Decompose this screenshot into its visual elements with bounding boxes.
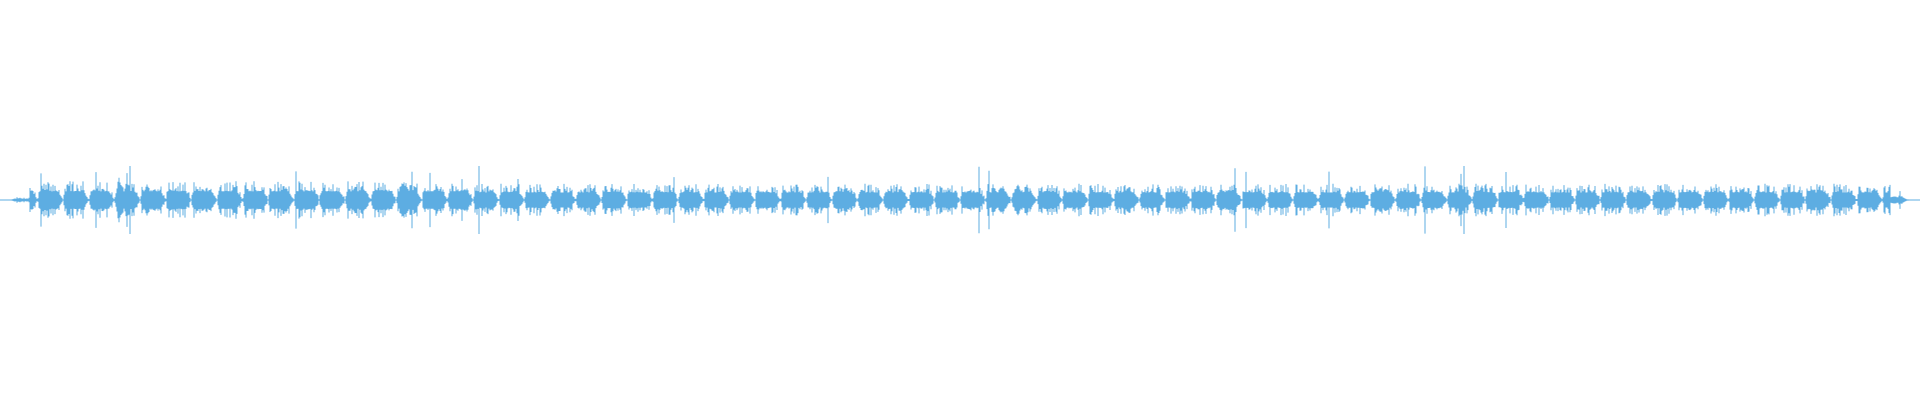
waveform-bars — [0, 166, 1920, 234]
waveform-path — [11, 166, 1909, 234]
